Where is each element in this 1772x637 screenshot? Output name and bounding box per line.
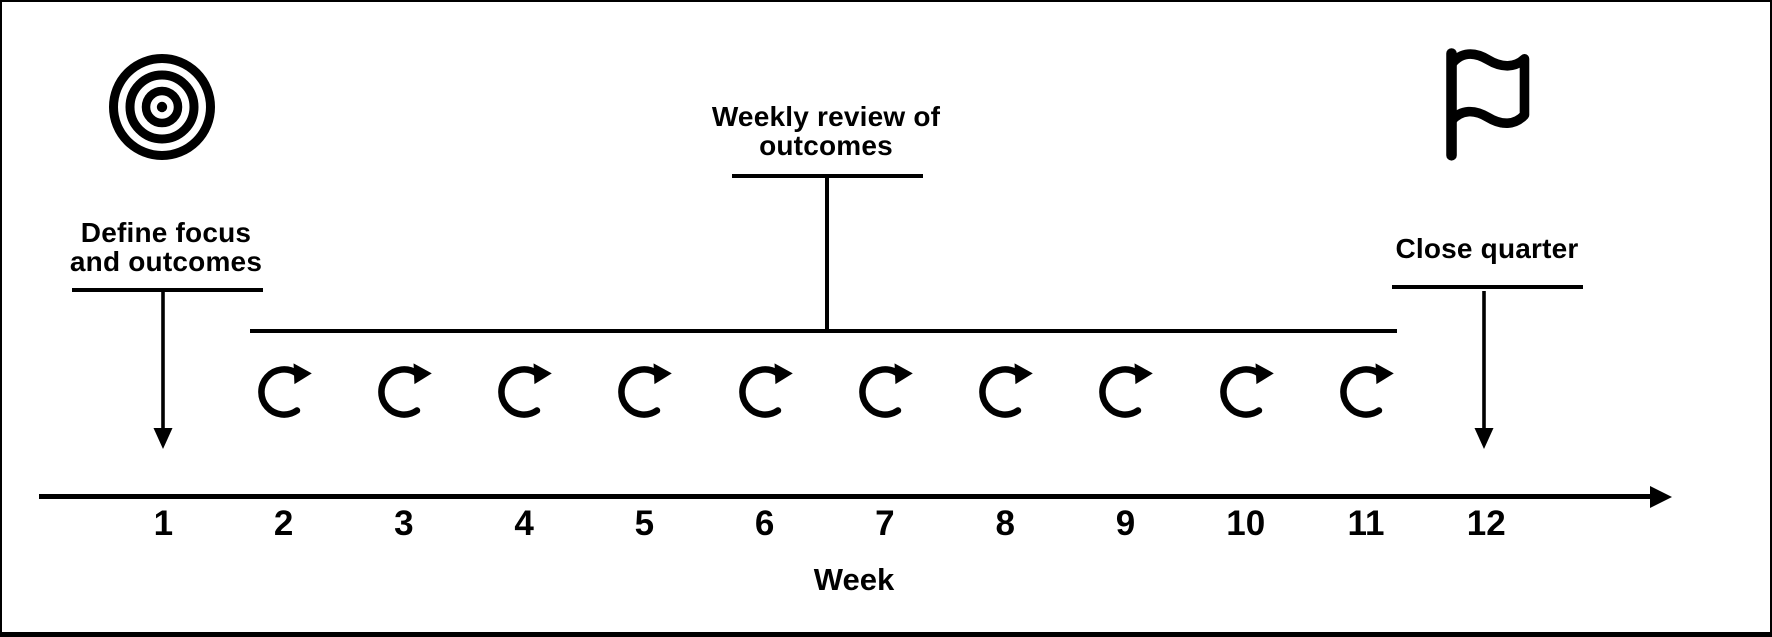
repeat-span-bracket bbox=[250, 329, 1397, 333]
week-tick-4: 4 bbox=[514, 504, 534, 543]
milestone-start-label: Define focus and outcomes bbox=[46, 218, 286, 276]
week-tick-10: 10 bbox=[1226, 504, 1266, 543]
clockwise-arrow-icon-week-6 bbox=[738, 363, 793, 418]
milestone-end-label-line1: Close quarter bbox=[1395, 233, 1579, 264]
milestone-start-arrow bbox=[153, 291, 173, 449]
clockwise-arrow-icon-week-11 bbox=[1340, 363, 1394, 418]
milestone-review-label: Weekly review of outcomes bbox=[676, 102, 976, 160]
week-tick-11: 11 bbox=[1347, 504, 1385, 543]
week-tick-6: 6 bbox=[754, 504, 775, 543]
axis-title: Week bbox=[813, 562, 895, 597]
clockwise-arrow-icon-week-7 bbox=[859, 363, 913, 418]
milestone-end-underline bbox=[1392, 285, 1583, 289]
week-tick-8: 8 bbox=[995, 504, 1015, 543]
clockwise-arrow-icon-week-4 bbox=[498, 363, 552, 418]
week-tick-1: 1 bbox=[153, 504, 174, 543]
milestone-start-label-line1: Define focus bbox=[80, 217, 252, 248]
week-tick-12: 12 bbox=[1466, 504, 1506, 543]
flag-icon bbox=[1446, 48, 1530, 161]
milestone-review-label-line2: outcomes bbox=[759, 130, 893, 161]
clockwise-arrow-icon-week-9 bbox=[1099, 363, 1154, 418]
milestone-end-arrow bbox=[1474, 291, 1494, 449]
week-tick-7: 7 bbox=[875, 504, 895, 543]
week-tick-5: 5 bbox=[634, 504, 655, 543]
clockwise-arrow-icon-week-3 bbox=[378, 363, 432, 418]
milestone-review-underline bbox=[732, 174, 923, 178]
week-tick-3: 3 bbox=[394, 504, 414, 543]
week-tick-9: 9 bbox=[1115, 504, 1136, 543]
week-tick-2: 2 bbox=[273, 504, 294, 543]
milestone-review-label-line1: Weekly review of bbox=[711, 101, 941, 132]
clockwise-arrow-icon-week-2 bbox=[257, 363, 312, 418]
milestone-start-label-line2: and outcomes bbox=[69, 246, 263, 277]
timeline-axis-line bbox=[39, 494, 1651, 499]
target-icon bbox=[109, 54, 215, 160]
clockwise-arrow-icon-week-5 bbox=[618, 363, 673, 418]
review-connector-line bbox=[825, 178, 829, 331]
clockwise-arrow-icon-week-10 bbox=[1219, 363, 1274, 418]
timeline-axis-arrowhead-icon bbox=[1650, 486, 1672, 508]
clockwise-arrow-icon-week-8 bbox=[979, 363, 1033, 418]
milestone-end-label: Close quarter bbox=[1367, 234, 1607, 263]
milestone-start-underline bbox=[72, 288, 263, 292]
